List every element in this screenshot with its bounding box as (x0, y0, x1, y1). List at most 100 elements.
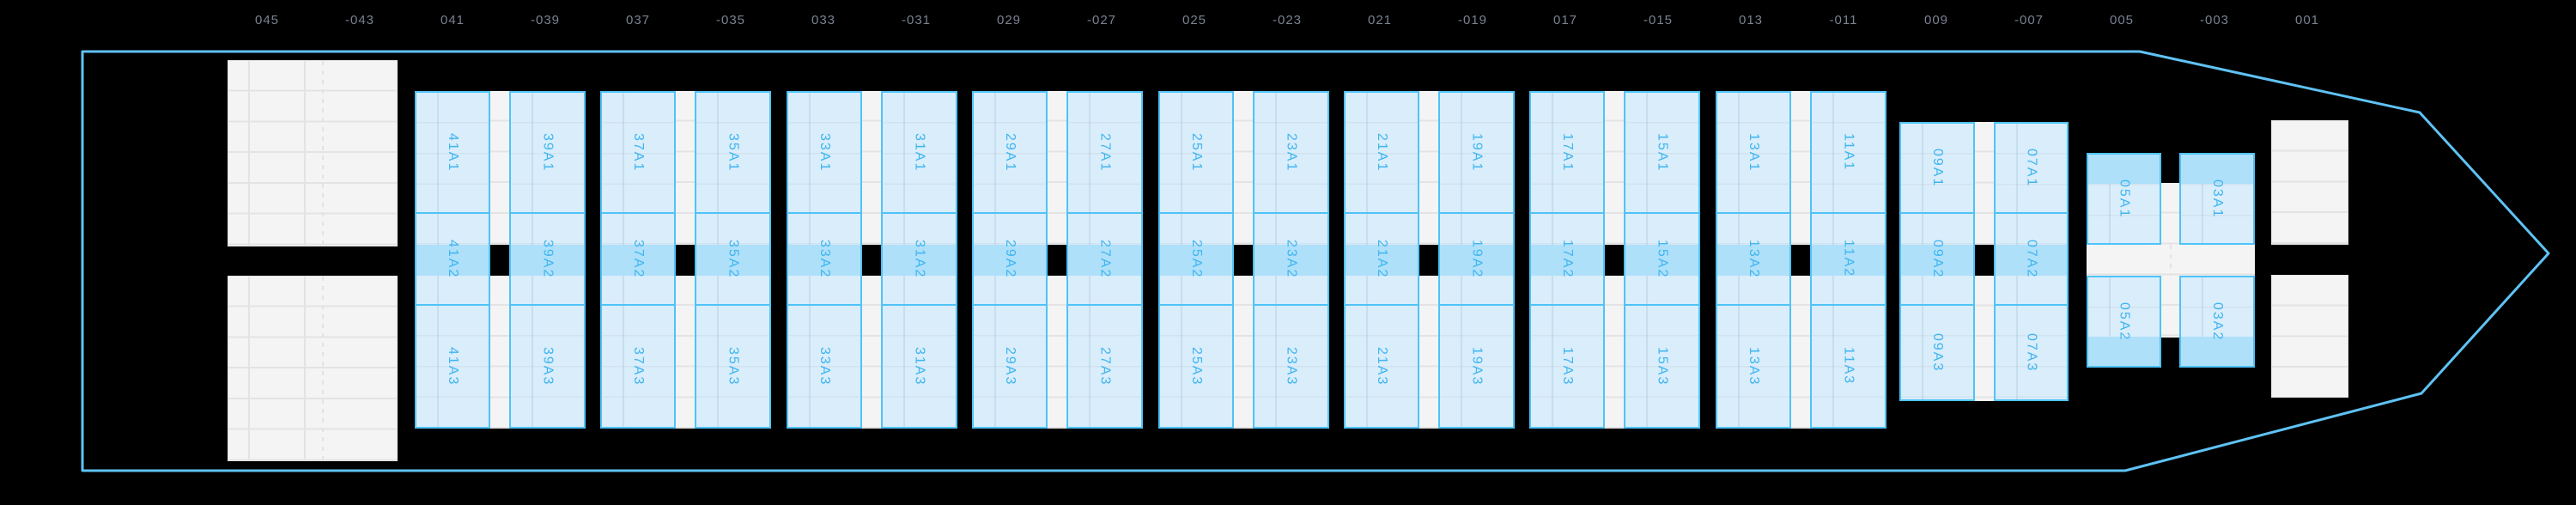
bay-ruler-label: -031 (901, 13, 932, 27)
bay-cell-label: 31A3 (912, 346, 927, 386)
bay-cell-37A3[interactable]: 37A3 (600, 304, 676, 429)
bay-cell-07A1[interactable]: 07A1 (1994, 122, 2069, 214)
center-gap-square (1048, 245, 1066, 276)
hatch-grid-panel (228, 60, 398, 246)
cell-inner-gridline (1181, 306, 1182, 427)
bay-cell-09A3[interactable]: 09A3 (1899, 304, 1975, 401)
bay-cell-13A3[interactable]: 13A3 (1716, 304, 1791, 429)
bay-cell-39A2[interactable]: 39A2 (509, 212, 586, 306)
bay-cell-label: 37A1 (631, 132, 646, 173)
bay-cell-11A1[interactable]: 11A1 (1810, 91, 1886, 214)
bay-cell-17A3[interactable]: 17A3 (1529, 304, 1605, 429)
bay-cell-17A2[interactable]: 17A2 (1529, 212, 1605, 306)
bay-cell-19A3[interactable]: 19A3 (1438, 304, 1515, 429)
bay-cell-21A1[interactable]: 21A1 (1344, 91, 1419, 214)
bay-cell-33A1[interactable]: 33A1 (787, 91, 862, 214)
tier-highlight-band (883, 245, 956, 276)
bay-cell-29A3[interactable]: 29A3 (972, 304, 1048, 429)
bay-cell-39A3[interactable]: 39A3 (509, 304, 586, 429)
bay-cell-23A2[interactable]: 23A2 (1253, 212, 1329, 306)
tier-highlight-band (602, 245, 674, 276)
bay-cell-03A1[interactable]: 03A1 (2179, 153, 2255, 245)
cell-inner-gridline (1922, 306, 1923, 399)
bay-cell-label: 23A3 (1284, 346, 1299, 386)
bay-cell-35A2[interactable]: 35A2 (695, 212, 771, 306)
hatch-grid-divider (304, 277, 306, 460)
bay-cell-03A2[interactable]: 03A2 (2179, 276, 2255, 368)
bay-cell-17A1[interactable]: 17A1 (1529, 91, 1605, 214)
cell-inner-gridline (623, 93, 624, 212)
bay-cell-27A2[interactable]: 27A2 (1066, 212, 1143, 306)
bay-cell-11A2[interactable]: 11A2 (1810, 212, 1886, 306)
bay-cell-29A1[interactable]: 29A1 (972, 91, 1048, 214)
bay-ruler-label: 021 (1367, 13, 1393, 27)
bay-cell-35A3[interactable]: 35A3 (695, 304, 771, 429)
bay-cell-label: 07A2 (2024, 239, 2039, 279)
bay-cell-41A3[interactable]: 41A3 (415, 304, 490, 429)
bay-cell-33A3[interactable]: 33A3 (787, 304, 862, 429)
bay-cell-label: 07A3 (2024, 332, 2039, 373)
bay-cell-39A1[interactable]: 39A1 (509, 91, 586, 214)
bay-cell-15A1[interactable]: 15A1 (1624, 91, 1700, 214)
bay-cell-05A1[interactable]: 05A1 (2087, 153, 2161, 245)
bay-ruler-label: 001 (2294, 13, 2320, 27)
bay-cell-33A2[interactable]: 33A2 (787, 212, 862, 306)
tier-highlight-band (1440, 245, 1513, 276)
bay-cell-41A2[interactable]: 41A2 (415, 212, 490, 306)
tier-highlight-band (2181, 155, 2253, 184)
bay-cell-19A2[interactable]: 19A2 (1438, 212, 1515, 306)
bay-cell-label: 07A1 (2024, 148, 2039, 188)
cell-inner-gridline (532, 306, 533, 427)
bay-cell-05A2[interactable]: 05A2 (2087, 276, 2161, 368)
bay-cell-label: 21A1 (1375, 132, 1389, 173)
bay-cell-15A3[interactable]: 15A3 (1624, 304, 1700, 429)
bay-cell-25A3[interactable]: 25A3 (1158, 304, 1234, 429)
bay-cell-label: 03A1 (2210, 179, 2225, 219)
bay-cell-13A1[interactable]: 13A1 (1716, 91, 1791, 214)
bay-cell-23A1[interactable]: 23A1 (1253, 91, 1329, 214)
bay-cell-label: 37A3 (631, 346, 646, 386)
tier-highlight-band (1717, 245, 1789, 276)
bay-ruler-label: -043 (344, 13, 375, 27)
bay-cell-label: 23A1 (1284, 132, 1299, 173)
hatch-grid-divider (248, 277, 250, 460)
bay-cell-37A2[interactable]: 37A2 (600, 212, 676, 306)
cell-inner-gridline (1461, 93, 1462, 212)
bay-cell-23A3[interactable]: 23A3 (1253, 304, 1329, 429)
bay-cell-31A1[interactable]: 31A1 (881, 91, 957, 214)
bay-cell-label: 15A1 (1655, 132, 1670, 173)
bay-cell-21A2[interactable]: 21A2 (1344, 212, 1419, 306)
bay-cell-07A3[interactable]: 07A3 (1994, 304, 2069, 401)
bay-cell-13A2[interactable]: 13A2 (1716, 212, 1791, 306)
bay-cell-09A2[interactable]: 09A2 (1899, 212, 1975, 306)
bay-cell-label: 27A2 (1097, 239, 1113, 279)
bay-cell-35A1[interactable]: 35A1 (695, 91, 771, 214)
bay-cell-25A1[interactable]: 25A1 (1158, 91, 1234, 214)
bay-cell-25A2[interactable]: 25A2 (1158, 212, 1234, 306)
bay-cell-15A2[interactable]: 15A2 (1624, 212, 1700, 306)
bay-cell-29A2[interactable]: 29A2 (972, 212, 1048, 306)
bay-cell-11A3[interactable]: 11A3 (1810, 304, 1886, 429)
bay-cell-27A3[interactable]: 27A3 (1066, 304, 1143, 429)
tier-highlight-band (511, 245, 584, 276)
cell-inner-gridline (1089, 93, 1091, 212)
bay-cell-label: 33A2 (817, 239, 832, 279)
tier-highlight-band (974, 245, 1046, 276)
bay-cell-21A3[interactable]: 21A3 (1344, 304, 1419, 429)
bay-cell-37A1[interactable]: 37A1 (600, 91, 676, 214)
bay-cell-07A2[interactable]: 07A2 (1994, 212, 2069, 306)
bay-ruler-label: 033 (811, 13, 836, 27)
tier-highlight-band (2181, 337, 2253, 366)
bay-cell-19A1[interactable]: 19A1 (1438, 91, 1515, 214)
bay-cell-27A1[interactable]: 27A1 (1066, 91, 1143, 214)
bay-ruler-label: -019 (1457, 13, 1488, 27)
bay-cell-31A3[interactable]: 31A3 (881, 304, 957, 429)
bay-cell-31A2[interactable]: 31A2 (881, 212, 957, 306)
tier-highlight-band (1901, 245, 1973, 276)
bay-cell-label: 29A2 (1003, 239, 1018, 279)
bay-cell-09A1[interactable]: 09A1 (1899, 122, 1975, 214)
cell-inner-gridline (809, 93, 811, 212)
bay-cell-41A1[interactable]: 41A1 (415, 91, 490, 214)
